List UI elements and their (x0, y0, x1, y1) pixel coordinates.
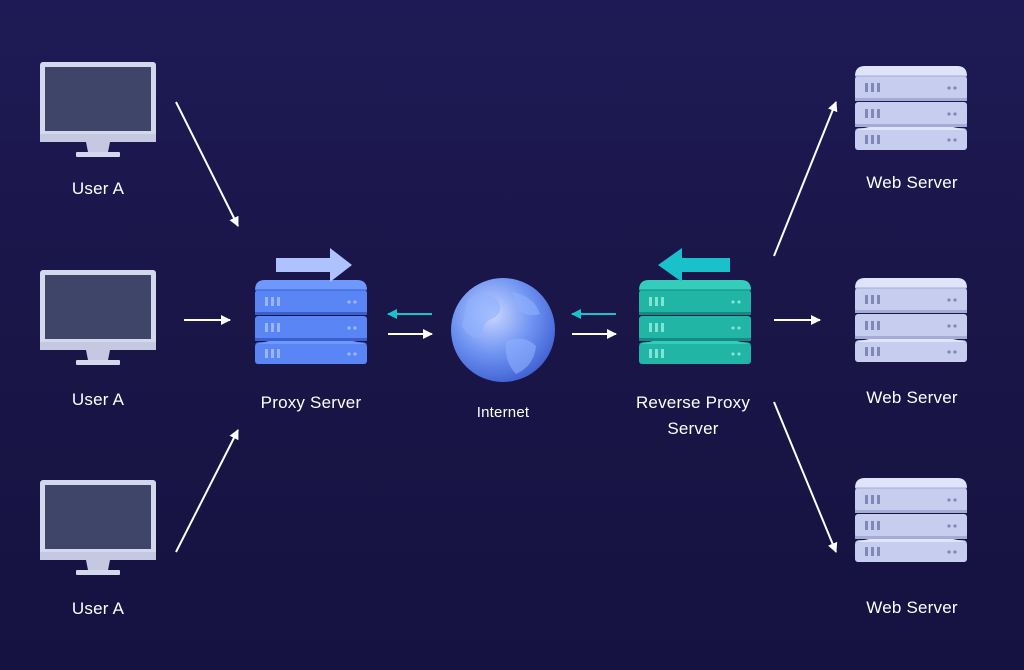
arrow-user3-to-proxy (175, 429, 239, 553)
user-label-3: User A (71, 599, 125, 618)
user-label-1: User A (71, 179, 125, 198)
web-server-1-icon (855, 66, 967, 150)
arrow-reverse-proxy-to-web3 (773, 401, 838, 553)
web-server-label-2: Web Server (866, 388, 958, 407)
reverse-proxy-server-icon (639, 248, 751, 364)
user-label-2: User A (71, 390, 125, 409)
web-server-2-icon (855, 278, 967, 362)
user-computer-3-icon (40, 480, 156, 575)
internet-globe-icon (451, 278, 555, 382)
proxy-server-label: Proxy Server (260, 393, 362, 412)
web-server-label-3: Web Server (866, 598, 958, 617)
proxy-server-icon (255, 248, 367, 364)
reverse-proxy-server-label: Reverse Proxy Server (635, 393, 751, 438)
user-computer-1-icon (40, 62, 156, 157)
arrow-reverse-proxy-to-web1 (773, 101, 838, 257)
web-server-label-1: Web Server (866, 173, 958, 192)
arrow-user1-to-proxy (175, 101, 239, 227)
internet-label: Internet (476, 404, 530, 421)
web-server-3-icon (855, 478, 967, 562)
user-computer-2-icon (40, 270, 156, 365)
